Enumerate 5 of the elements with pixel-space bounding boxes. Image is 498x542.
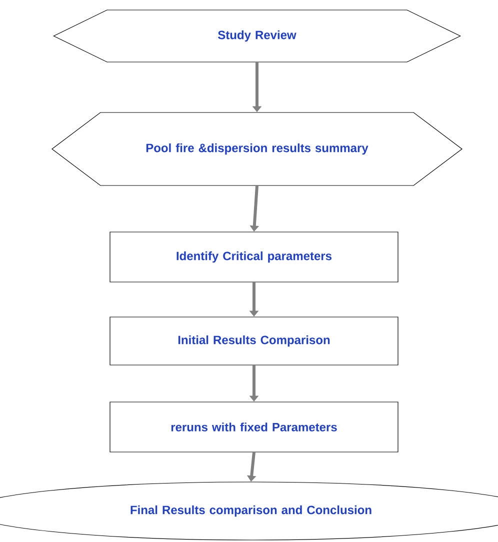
hexagon-box: Pool fire &dispersion results summary — [52, 112, 462, 186]
process-box: Identify Critical parameters — [110, 232, 398, 282]
process-box: reruns with fixed Parameters — [110, 402, 398, 452]
hexagon-box: Study Review — [53, 10, 461, 62]
process-box: Initial Results Comparison — [110, 316, 398, 366]
